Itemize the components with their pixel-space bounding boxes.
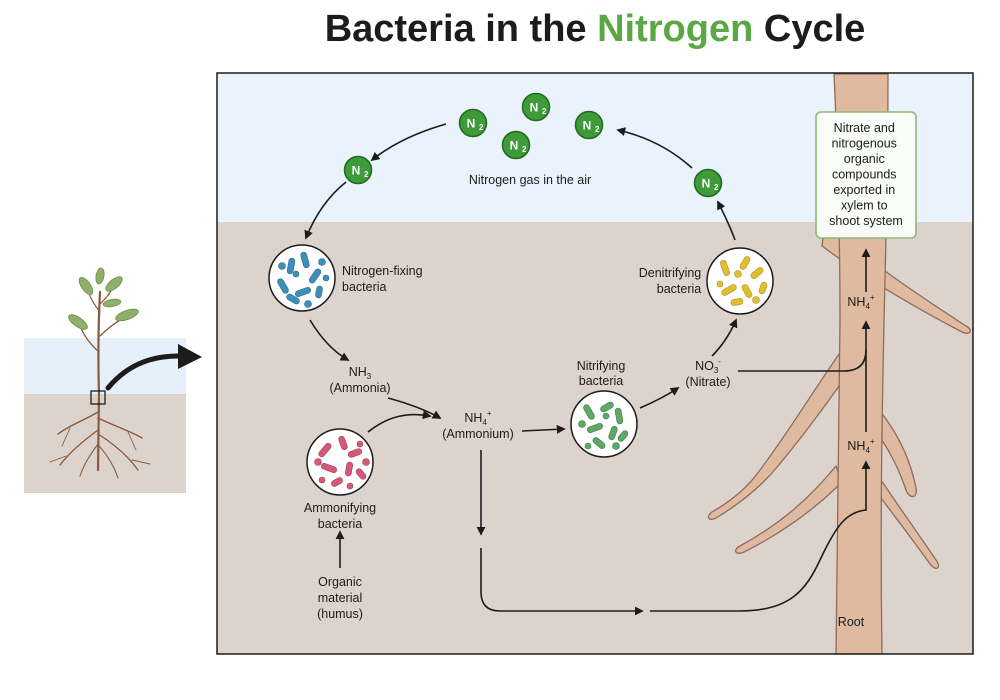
n2-subscript: 2 [714, 183, 719, 192]
arrow-denitrifying-to-n2 [717, 200, 736, 241]
label-root-nh4-upper: NH4+ [847, 293, 875, 311]
n2-letter: N [352, 164, 361, 178]
n2-subscript: 2 [542, 107, 547, 116]
label-nitrogen-gas-air: Nitrogen gas in the air [469, 173, 591, 187]
inset-zoom-box [90, 390, 106, 405]
arrow-n2-to-fixing [304, 181, 347, 240]
arrow-no3-to-denitrifying [711, 318, 738, 357]
export-box [815, 111, 917, 239]
n2-subscript: 2 [479, 123, 484, 132]
n2-letter: N [583, 119, 592, 133]
arrow-soil-to-root-part-1 [480, 548, 644, 616]
label-root-nh4-lower: NH4+ [847, 437, 875, 455]
diagram-title: Bacteria in the Nitrogen Cycle [0, 8, 1000, 51]
arrow-n2-to-n2 [370, 123, 447, 162]
cycle-arrows [304, 123, 871, 616]
arrow-nh3-to-nh4 [387, 397, 442, 419]
arrow-nitrifying-to-no3 [639, 387, 680, 409]
title-part-1: Bacteria in the [324, 8, 598, 50]
inset-roots [49, 392, 151, 479]
nitrifying-bacteria-icon [570, 390, 638, 458]
n2-letter: N [467, 117, 476, 131]
n2-letter: N [702, 177, 711, 191]
label-root: Root [838, 615, 865, 629]
nitrogen-fixing-bacteria-icon [268, 244, 336, 312]
label-ammonium: NH4+(Ammonium) [442, 409, 514, 441]
label-ammonia: NH3(Ammonia) [329, 365, 390, 395]
arrow-fixing-to-nh3 [309, 319, 350, 361]
arrow-ammonifying-to-nh4 [367, 410, 432, 433]
arrow-n2-to-air [616, 127, 693, 169]
n2-subscript: 2 [522, 145, 527, 154]
n2-letter: N [510, 139, 519, 153]
title-accent-nitrogen: Nitrogen [597, 8, 754, 50]
ammonifying-bacteria-icon [306, 428, 374, 496]
zoom-arrow-icon [105, 353, 181, 391]
n2-subscript: 2 [364, 170, 369, 179]
inset-soil [24, 394, 186, 493]
plant-inset [24, 262, 186, 493]
panel-border [216, 72, 974, 655]
arrow-soil-to-root-part-2 [650, 460, 871, 612]
inset-air-gradient [24, 338, 186, 394]
denitrifying-bacteria-icon [706, 247, 774, 315]
n2-letter: N [530, 101, 539, 115]
n2-subscript: 2 [595, 125, 600, 134]
export-box-text: Nitrate and nitrogenous organic compound… [829, 121, 903, 228]
arrow-no3-to-root [738, 349, 867, 372]
label-nitrate: NO3-(Nitrate) [685, 357, 730, 389]
title-part-2: Cycle [753, 8, 866, 50]
zoom-arrowhead-icon [178, 344, 202, 369]
arrow-nh4-to-nitrifying [521, 424, 566, 434]
inset-leaves [68, 267, 139, 330]
